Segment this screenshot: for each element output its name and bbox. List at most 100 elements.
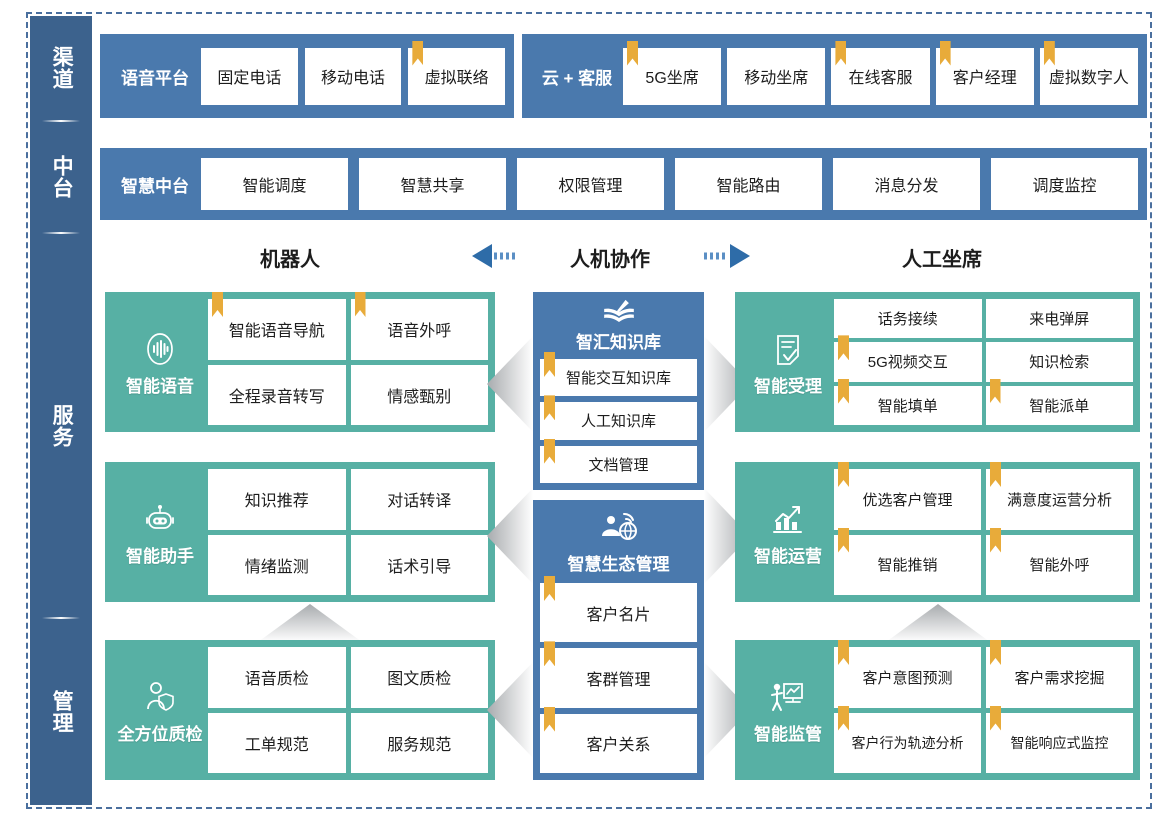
channel-cell-account-manager[interactable]: 客户经理 <box>935 47 1034 105</box>
service-group-smart-assistant: 智能助手 知识推荐 对话转译 情绪监测 话术引导 <box>105 462 495 602</box>
service-cell-work-order-standard[interactable]: 工单规范 <box>208 712 346 773</box>
flow-arrow-left-assistant-icon <box>487 488 533 584</box>
cell-label: 智能填单 <box>877 397 938 415</box>
group-label-smart-supervision: 智能监管 <box>754 724 822 744</box>
cell-label: 图文质检 <box>387 671 452 689</box>
sidebar-label-service: 服务 <box>50 403 74 448</box>
service-cell-script-guidance[interactable]: 话术引导 <box>350 534 488 595</box>
group-identity-smart-voice: 智能语音 <box>112 328 208 397</box>
service-cell-knowledge-retrieval[interactable]: 知识检索 <box>985 342 1133 382</box>
midplatform-cell-message-distribution[interactable]: 消息分发 <box>833 158 980 210</box>
midplatform-cell-smart-sharing[interactable]: 智慧共享 <box>359 158 506 210</box>
midplatform-cell-smart-routing[interactable]: 智能路由 <box>675 158 822 210</box>
group-identity-smart-operation: 智能运营 <box>742 498 834 567</box>
flow-arrow-right-acceptance-icon <box>704 336 750 432</box>
cell-label: 5G坐席 <box>645 70 699 87</box>
flow-arrow-up-right-icon <box>886 604 990 642</box>
cell-label: 情感甄别 <box>387 388 452 406</box>
cell-label: 客群管理 <box>586 671 651 689</box>
sidebar-item-management[interactable]: 管理 <box>30 619 92 805</box>
service-cell-customer-intent-prediction[interactable]: 客户意图预测 <box>834 647 981 708</box>
service-group-full-quality-inspection: 全方位质检 语音质检 图文质检 工单规范 服务规范 <box>105 640 495 780</box>
service-cell-5g-video-interaction[interactable]: 5G视频交互 <box>834 342 982 382</box>
channel-cell-virtual-human[interactable]: 虚拟数字人 <box>1039 47 1139 105</box>
service-cell-knowledge-recommendation[interactable]: 知识推荐 <box>208 469 346 530</box>
service-cell-preferred-customer-management[interactable]: 优选客户管理 <box>834 469 981 530</box>
cell-label: 客户需求挖掘 <box>1014 669 1105 687</box>
midplatform-cell-permission-management[interactable]: 权限管理 <box>517 158 664 210</box>
flow-arrow-right-supervision-icon <box>704 662 750 758</box>
group-identity-full-quality-inspection: 全方位质检 <box>112 676 208 745</box>
sidebar-divider-3 <box>42 617 80 619</box>
cell-label: 虚拟联络 <box>424 70 489 87</box>
cell-label: 来电弹屏 <box>1029 311 1090 329</box>
band-title-smart-midplatform: 智慧中台 <box>121 176 189 196</box>
cell-label: 情绪监测 <box>244 558 309 576</box>
center-cell-document-management[interactable]: 文档管理 <box>540 445 697 483</box>
service-cell-text-image-quality-inspection[interactable]: 图文质检 <box>350 647 488 708</box>
center-cell-customer-relationship[interactable]: 客户关系 <box>540 713 697 773</box>
service-cell-satisfaction-operation-analysis[interactable]: 满意度运营分析 <box>986 469 1133 530</box>
cell-label: 移动电话 <box>321 70 386 87</box>
cell-label: 调度监控 <box>1032 178 1097 195</box>
center-cell-customer-profile[interactable]: 客户名片 <box>540 583 697 643</box>
service-cell-smart-outbound-call[interactable]: 智能外呼 <box>986 534 1133 595</box>
service-cell-smart-form-filling[interactable]: 智能填单 <box>834 385 982 425</box>
center-cell-customer-group-management[interactable]: 客群管理 <box>540 648 697 708</box>
service-cell-voice-quality-inspection[interactable]: 语音质检 <box>208 647 346 708</box>
group-label-full-quality-inspection: 全方位质检 <box>117 724 203 744</box>
service-cell-smart-responsive-monitoring[interactable]: 智能响应式监控 <box>986 712 1133 773</box>
midplatform-cell-dispatch-monitoring[interactable]: 调度监控 <box>991 158 1138 210</box>
midplatform-cell-smart-dispatch[interactable]: 智能调度 <box>201 158 348 210</box>
group-label-smart-assistant: 智能助手 <box>126 546 194 566</box>
center-cell-manual-knowledge-base[interactable]: 人工知识库 <box>540 402 697 440</box>
service-group-smart-acceptance: 智能受理 话务接续 来电弹屏 5G视频交互 知识检索 智能填单 智能派单 <box>735 292 1140 432</box>
cell-label: 在线客服 <box>848 70 913 87</box>
cell-label: 语音外呼 <box>387 323 452 341</box>
midplatform-band: 智慧中台 智能调度 智慧共享 权限管理 智能路由 消息分发 调度监控 <box>100 148 1147 220</box>
service-cell-customer-behavior-trace-analysis[interactable]: 客户行为轨迹分析 <box>834 712 981 773</box>
service-cell-emotion-monitoring[interactable]: 情绪监测 <box>208 534 346 595</box>
channel-cell-mobile-seat[interactable]: 移动坐席 <box>727 47 826 105</box>
service-cell-incoming-call-popup[interactable]: 来电弹屏 <box>985 299 1133 339</box>
channel-cell-online-service[interactable]: 在线客服 <box>831 47 930 105</box>
service-cell-emotion-discrimination[interactable]: 情感甄别 <box>350 364 488 425</box>
flow-arrow-right-operation-icon <box>704 488 750 584</box>
cell-label: 话务接续 <box>877 311 938 329</box>
stack-title-knowledge-base: 智汇知识库 <box>576 333 661 352</box>
service-cell-smart-dispatching[interactable]: 智能派单 <box>985 385 1133 425</box>
service-cell-smart-marketing[interactable]: 智能推销 <box>834 534 981 595</box>
service-cell-full-recording-transcription[interactable]: 全程录音转写 <box>208 364 346 425</box>
cell-label: 语音质检 <box>244 671 309 689</box>
cell-label: 移动坐席 <box>744 70 809 87</box>
service-cell-voice-outbound[interactable]: 语音外呼 <box>350 299 488 360</box>
channel-cell-5g-seat[interactable]: 5G坐席 <box>623 47 722 105</box>
service-cell-call-connection[interactable]: 话务接续 <box>834 299 982 339</box>
cell-label: 服务规范 <box>387 736 452 754</box>
channel-cell-mobile-phone[interactable]: 移动电话 <box>304 47 402 105</box>
dashed-arrow-right-icon <box>692 243 750 271</box>
service-cell-dialogue-translation[interactable]: 对话转译 <box>350 469 488 530</box>
center-cell-interactive-knowledge-base[interactable]: 智能交互知识库 <box>540 359 697 397</box>
group-identity-smart-supervision: 智能监管 <box>742 676 834 745</box>
sidebar-item-service[interactable]: 服务 <box>30 234 92 617</box>
sidebar-item-channel[interactable]: 渠道 <box>30 16 92 120</box>
service-cell-service-standard[interactable]: 服务规范 <box>350 712 488 773</box>
column-header-human-machine-collab: 人机协作 <box>570 249 650 271</box>
cell-label: 5G视频交互 <box>867 354 948 372</box>
cell-label: 智能交互知识库 <box>565 370 671 388</box>
channel-cell-fixed-phone[interactable]: 固定电话 <box>201 47 298 105</box>
cell-label: 客户意图预测 <box>862 669 953 687</box>
voice-wave-icon <box>147 332 173 365</box>
center-stack-smart-ecology: 智慧生态管理 客户名片 客群管理 客户关系 <box>533 500 704 780</box>
cell-label: 全程录音转写 <box>228 388 325 406</box>
cell-label: 消息分发 <box>874 178 939 195</box>
cell-label: 智能推销 <box>877 557 938 575</box>
flow-arrow-left-voice-icon <box>487 336 533 432</box>
service-cell-smart-voice-navigation[interactable]: 智能语音导航 <box>208 299 346 360</box>
sidebar-label-midplatform: 中台 <box>50 155 74 199</box>
channel-cell-virtual-contact[interactable]: 虚拟联络 <box>408 47 506 105</box>
sidebar-item-midplatform[interactable]: 中台 <box>30 122 92 232</box>
service-cell-customer-demand-mining[interactable]: 客户需求挖掘 <box>986 647 1133 708</box>
